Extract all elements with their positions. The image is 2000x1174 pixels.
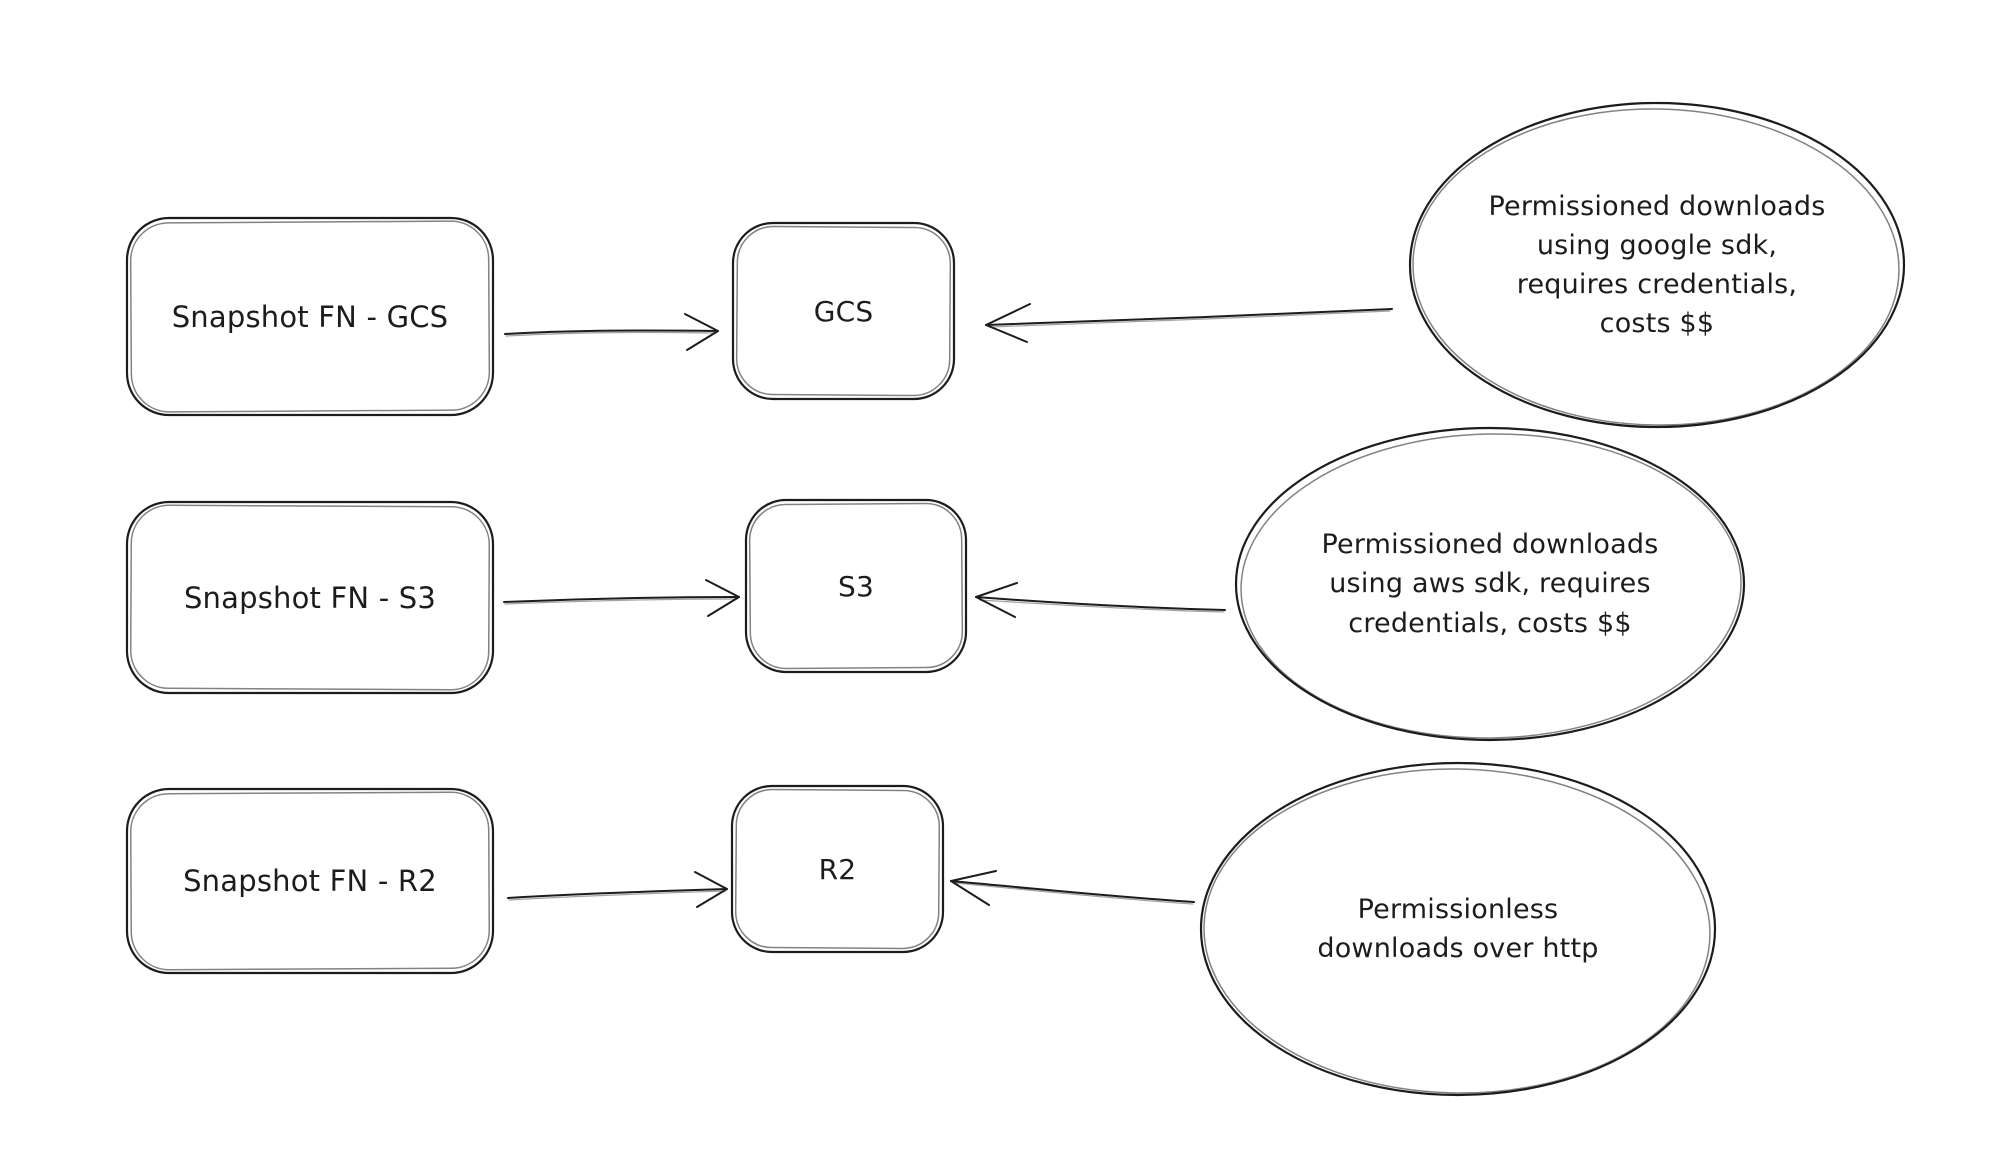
edge-note-s3-to-s3: [975, 582, 1226, 618]
node-snapshot-fn-gcs-shape: [125, 216, 495, 417]
node-gcs-shape: [731, 221, 956, 401]
node-note-s3-shape: [1234, 426, 1746, 742]
edge-snapshot-fn-gcs-to-gcs: [504, 313, 719, 351]
node-note-gcs-shape: [1408, 101, 1906, 429]
edge-note-r2-to-r2: [950, 870, 1195, 906]
node-snapshot-fn-r2-shape: [125, 787, 495, 975]
edge-snapshot-fn-r2-to-r2: [507, 871, 728, 908]
node-note-r2-shape: [1199, 761, 1717, 1097]
node-s3-shape: [744, 498, 968, 674]
node-r2-shape: [730, 784, 945, 954]
node-snapshot-fn-s3-shape: [125, 500, 495, 695]
edge-snapshot-fn-s3-to-s3: [503, 579, 740, 617]
edge-note-gcs-to-gcs: [985, 303, 1393, 343]
